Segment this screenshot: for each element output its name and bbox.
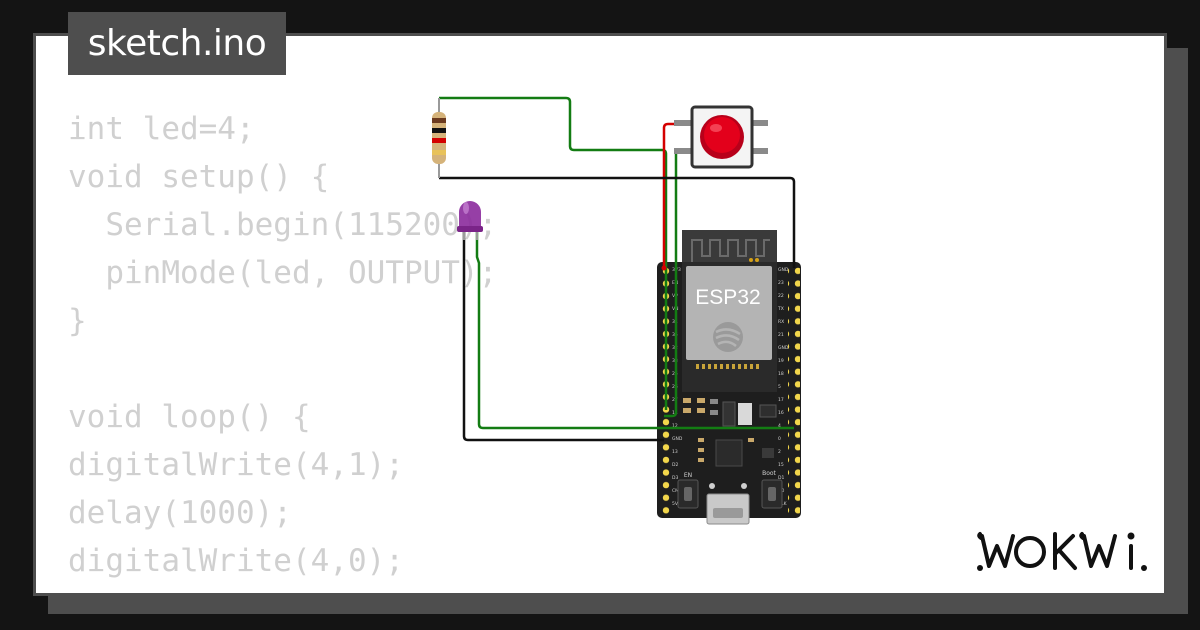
code-line: digitalWrite(4,0);	[68, 543, 404, 579]
svg-text:17: 17	[778, 397, 784, 403]
code-line: pinMode(led, OUTPUT);	[68, 255, 498, 291]
wire-button-to-pin[interactable]	[664, 150, 694, 418]
antenna-trace	[691, 239, 770, 262]
svg-text:D2: D2	[672, 462, 678, 468]
code-line: digitalWrite(4,1);	[68, 447, 404, 483]
svg-text:19: 19	[778, 358, 784, 364]
wire-resistor-to-gnd[interactable]	[439, 176, 796, 268]
svg-text:4: 4	[778, 423, 781, 429]
svg-text:15: 15	[778, 462, 784, 468]
svg-text:5V: 5V	[672, 501, 679, 507]
wire-led-to-gpio4[interactable]	[475, 232, 794, 430]
usb-chip	[715, 439, 743, 467]
board-name: ESP32	[695, 286, 760, 309]
code-line: int led=4;	[68, 111, 255, 147]
svg-text:16: 16	[778, 410, 784, 416]
resistor[interactable]	[432, 98, 446, 178]
code-line: delay(1000);	[68, 585, 497, 593]
file-tab[interactable]: sketch.ino	[68, 12, 286, 75]
led-lens	[459, 201, 481, 228]
svg-text:23: 23	[778, 280, 784, 286]
pushbutton[interactable]	[674, 105, 768, 169]
wires	[439, 96, 796, 442]
code-line: }	[68, 303, 87, 339]
wire-button-3v3[interactable]	[662, 122, 694, 266]
led[interactable]	[457, 201, 483, 240]
code-line: delay(1000);	[68, 495, 292, 531]
code-line: void setup() {	[68, 159, 330, 195]
code-line: Serial.begin(115200);	[68, 207, 498, 243]
svg-text:D1: D1	[778, 475, 784, 481]
usb-connector	[706, 483, 750, 525]
svg-text:TX: TX	[777, 306, 784, 312]
svg-text:GND: GND	[778, 267, 789, 273]
svg-text:GND: GND	[778, 345, 789, 351]
svg-text:2: 2	[778, 449, 781, 455]
wokwi-logo-icon	[977, 532, 1147, 571]
preview-card: int led=4; void setup() { Serial.begin(11…	[33, 33, 1167, 596]
en-label: EN	[684, 472, 692, 479]
svg-text:18: 18	[778, 371, 784, 377]
svg-text:22: 22	[778, 293, 784, 299]
svg-text:GND: GND	[672, 436, 683, 442]
boot-label: Boot	[762, 470, 776, 477]
code-preview: int led=4; void setup() { Serial.begin(11…	[68, 105, 498, 593]
en-button[interactable]	[677, 479, 699, 509]
antenna-area	[682, 230, 777, 268]
module-shield	[686, 266, 772, 360]
svg-text:21: 21	[778, 332, 784, 338]
svg-text:0: 0	[778, 436, 781, 442]
code-line: void loop() {	[68, 399, 311, 435]
wire-resistor-to-board[interactable]	[439, 96, 668, 410]
left-pin-header	[658, 263, 670, 515]
svg-text:RX: RX	[778, 319, 784, 325]
right-pin-header	[788, 263, 800, 515]
svg-text:12: 12	[672, 423, 678, 429]
svg-text:D3: D3	[672, 475, 678, 481]
svg-text:5: 5	[778, 384, 781, 390]
board-components	[683, 398, 777, 467]
wire-led-to-gnd[interactable]	[462, 232, 664, 442]
svg-text:CLK: CLK	[778, 501, 788, 507]
svg-text:13: 13	[672, 449, 678, 455]
espressif-logo-icon	[713, 322, 743, 352]
boot-button[interactable]	[761, 479, 783, 509]
